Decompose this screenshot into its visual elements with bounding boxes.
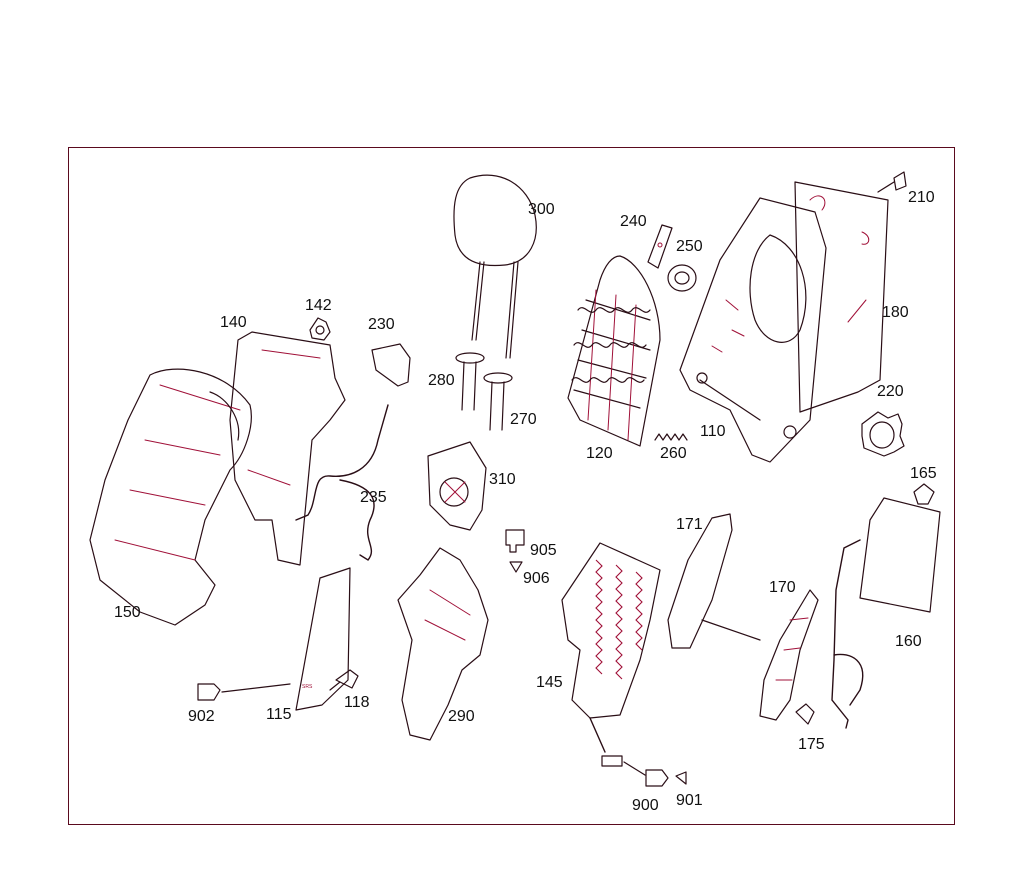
callout-140: 140: [220, 314, 247, 331]
callout-250: 250: [676, 238, 703, 255]
callout-220: 220: [877, 383, 904, 400]
bolster-171[interactable]: [667, 513, 761, 649]
headrest-part[interactable]: [453, 174, 537, 359]
callout-906: 906: [523, 570, 550, 587]
callout-165: 165: [910, 465, 937, 482]
callout-905: 905: [530, 542, 557, 559]
callout-118: 118: [344, 694, 370, 711]
srs-marking: SRS: [302, 684, 313, 690]
backrest-rear-panel[interactable]: [794, 181, 889, 413]
callout-230: 230: [368, 316, 395, 333]
wiring-235[interactable]: [295, 404, 389, 561]
callout-260: 260: [660, 445, 687, 462]
callout-300: 300: [528, 201, 555, 218]
screw-210[interactable]: [877, 171, 907, 193]
callout-180: 180: [882, 304, 909, 321]
callout-150: 150: [114, 604, 141, 621]
connector-905[interactable]: [505, 529, 525, 553]
headrest-guide-280[interactable]: [455, 352, 485, 411]
connector-900[interactable]: [601, 755, 669, 787]
callout-175: 175: [798, 736, 825, 753]
clip-901[interactable]: [675, 771, 687, 785]
backrest-rear-cover[interactable]: [229, 331, 346, 566]
clip-142[interactable]: [309, 317, 331, 341]
callout-171: 171: [676, 516, 703, 533]
callout-210: 210: [908, 189, 935, 206]
callout-145: 145: [536, 674, 563, 691]
backrest-cushion[interactable]: [89, 368, 252, 626]
side-airbag-115[interactable]: SRS: [221, 567, 351, 711]
callout-902: 902: [188, 708, 215, 725]
mechanism-310[interactable]: [427, 441, 487, 531]
side-trim-170[interactable]: [759, 589, 819, 721]
callout-160: 160: [895, 633, 922, 650]
callout-310: 310: [489, 471, 516, 488]
bracket-240[interactable]: [647, 224, 673, 269]
side-frame-290[interactable]: [397, 547, 489, 741]
spring-260[interactable]: [654, 433, 688, 441]
callout-280: 280: [428, 372, 455, 389]
headrest-guide-270[interactable]: [483, 372, 513, 431]
callout-115: 115: [266, 706, 292, 723]
callout-235: 235: [360, 489, 387, 506]
callout-110: 110: [700, 423, 726, 440]
callout-240: 240: [620, 213, 647, 230]
trim-cover-230[interactable]: [371, 343, 411, 387]
callout-270: 270: [510, 411, 537, 428]
lumbar-support-mat[interactable]: [567, 255, 661, 447]
backrest-frame[interactable]: [679, 197, 827, 463]
screw-118[interactable]: [329, 669, 359, 691]
seat-pan-160[interactable]: [831, 497, 941, 729]
callout-170: 170: [769, 579, 796, 596]
callout-900: 900: [632, 797, 659, 814]
callout-120: 120: [586, 445, 613, 462]
callout-901: 901: [676, 792, 703, 809]
ring-250[interactable]: [667, 264, 697, 292]
heating-mat-145[interactable]: [561, 542, 661, 753]
callout-142: 142: [305, 297, 332, 314]
diagram-frame: [68, 147, 955, 825]
callout-290: 290: [448, 708, 475, 725]
clip-175[interactable]: [795, 703, 815, 725]
clip-906[interactable]: [509, 561, 523, 573]
connector-902[interactable]: [197, 683, 221, 701]
clip-165[interactable]: [913, 483, 935, 505]
gear-plate-220[interactable]: [861, 411, 905, 457]
